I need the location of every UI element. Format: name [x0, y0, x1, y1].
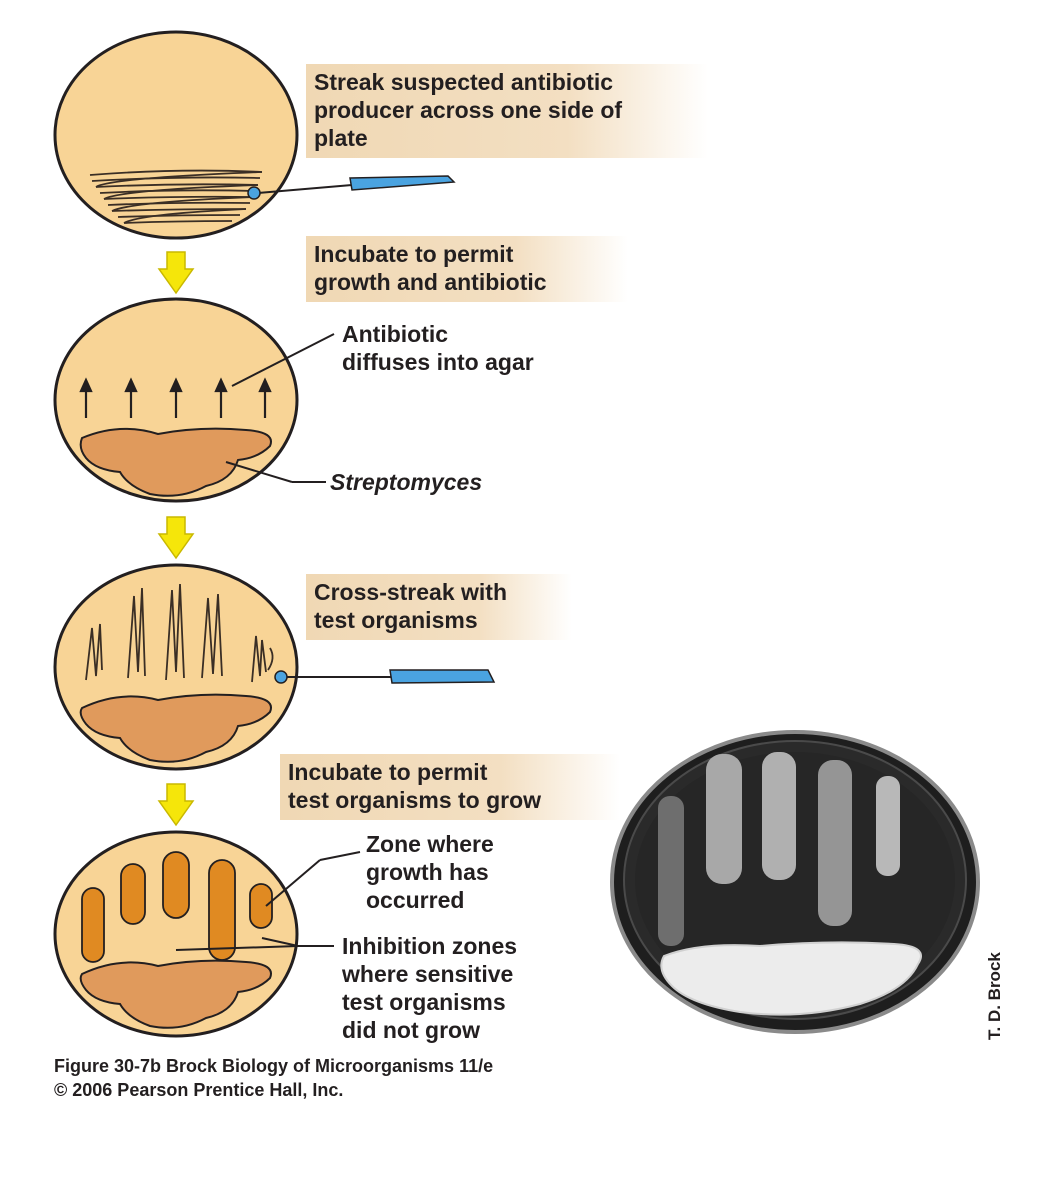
- streptomyces-colony-2: [79, 427, 272, 497]
- step-1-line-1: Streak suspected antibiotic: [314, 69, 614, 95]
- growth-streak-2: [120, 863, 146, 925]
- streptomyces-colony-3: [79, 693, 272, 763]
- down-arrow-3: [157, 783, 195, 827]
- petri-dish-1: [53, 30, 299, 240]
- inhibition-line-3: test organisms: [342, 989, 506, 1015]
- caption-line-2: © 2006 Pearson Prentice Hall, Inc.: [54, 1080, 344, 1100]
- inhibition-zones-label: Inhibition zones where sensitive test or…: [342, 932, 517, 1044]
- antibiotic-line-2: diffuses into agar: [342, 349, 534, 375]
- leader-inhibition-1: [175, 945, 299, 951]
- growth-line-2: growth has: [366, 859, 489, 885]
- step-3-label: Cross-streak with test organisms: [306, 574, 572, 640]
- leader-growth-zone: [265, 859, 321, 907]
- inhibition-line-1: Inhibition zones: [342, 933, 518, 959]
- step-1-line-2: producer across one side of: [314, 97, 623, 123]
- streptomyces-colony-4: [79, 959, 272, 1029]
- down-arrow-2: [157, 516, 195, 560]
- figure-caption: Figure 30-7b Brock Biology of Microorgan…: [54, 1054, 493, 1102]
- streptomyces-label: Streptomyces: [330, 469, 483, 495]
- step-3-line-1: Cross-streak with: [314, 579, 508, 605]
- step-2-label: Incubate to permit growth and antibiotic: [306, 236, 628, 302]
- plate-3-cross-streak: [53, 563, 496, 771]
- step-4-label: Incubate to permit test organisms to gro…: [280, 754, 620, 820]
- photo-streptomyces: [660, 941, 922, 1016]
- inoculating-loop-3: [274, 669, 496, 684]
- leader-streptomyces: [225, 461, 293, 483]
- growth-zone-label: Zone where growth has occurred: [366, 830, 494, 914]
- leader-inhibition-2: [261, 937, 299, 947]
- antibiotic-line-1: Antibiotic: [342, 321, 449, 347]
- growth-line-1: Zone where: [366, 831, 494, 857]
- growth-line-3: occurred: [366, 887, 465, 913]
- petri-plate-photograph: [610, 730, 980, 1034]
- growth-streak-5: [249, 883, 273, 929]
- growth-streak-1: [81, 887, 105, 963]
- plate-1-streaked: [53, 30, 456, 240]
- step-1-label: Streak suspected antibiotic producer acr…: [306, 64, 708, 158]
- inhibition-line-2: where sensitive: [342, 961, 514, 987]
- step-3-line-2: test organisms: [314, 607, 478, 633]
- antibiotic-diffuses-label: Antibiotic diffuses into agar: [342, 320, 534, 376]
- caption-line-1: Figure 30-7b Brock Biology of Microorgan…: [54, 1056, 494, 1076]
- plate-2-incubated: [53, 297, 335, 503]
- inoculating-loop-1: [247, 175, 456, 200]
- growth-streak-3: [162, 851, 190, 919]
- step-2-line-1: Incubate to permit: [314, 241, 514, 267]
- step-4-line-2: test organisms to grow: [288, 787, 542, 813]
- photo-test-streaks: [658, 752, 900, 946]
- photo-credit: T. D. Brock: [985, 952, 1004, 1040]
- test-organism-streaks: [85, 583, 274, 683]
- step-4-line-1: Incubate to permit: [288, 759, 488, 785]
- leader-antibiotic: [231, 333, 335, 387]
- producer-streak-lines: [89, 169, 263, 224]
- step-2-line-2: growth and antibiotic: [314, 269, 547, 295]
- down-arrow-1: [157, 251, 195, 295]
- growth-streak-4: [208, 859, 236, 961]
- step-1-line-3: plate: [314, 125, 368, 151]
- growth-zones: [81, 851, 273, 963]
- diffusion-arrows: [79, 377, 272, 418]
- inhibition-line-4: did not grow: [342, 1017, 480, 1043]
- plate-4-results: [53, 830, 361, 1038]
